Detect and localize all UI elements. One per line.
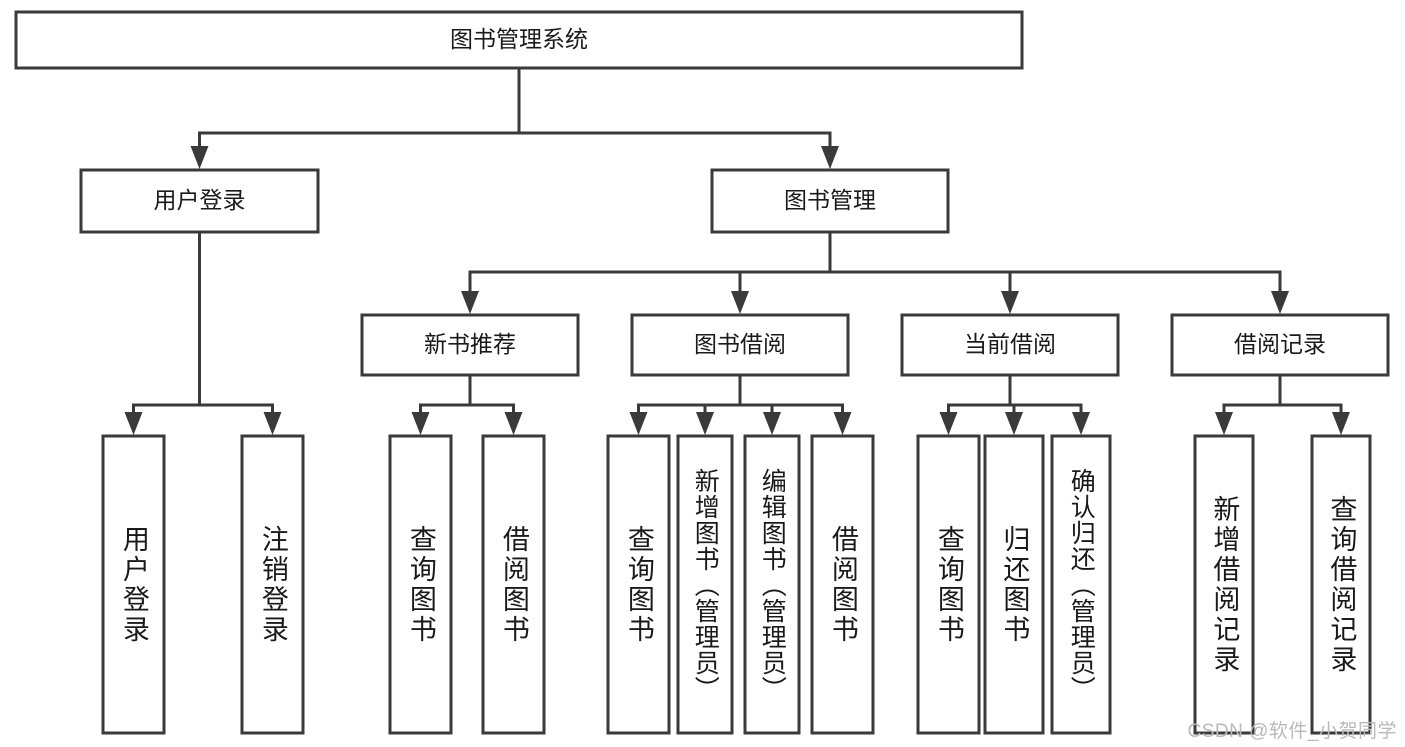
arrow-head-leaf-add-book-admin [696, 412, 714, 435]
arrow-head-leaf-user-login [124, 412, 143, 435]
node-label-book-borrow: 图书借阅 [694, 331, 786, 357]
arrow-head-leaf-edit-book-admin [763, 412, 781, 435]
arrow-head-book-management [821, 146, 839, 169]
arrow-head-new-book-recommend [461, 291, 479, 314]
node-box-leaf-query-book-rec[interactable] [388, 434, 453, 735]
node-box-leaf-query-borrow-record[interactable] [1310, 434, 1372, 735]
arrow-head-leaf-query-book-borrow [629, 412, 648, 435]
arrow-head-leaf-borrow-book-rec [504, 412, 523, 435]
node-box-leaf-add-borrow-record[interactable] [1193, 434, 1255, 735]
node-label-current-borrow: 当前借阅 [964, 331, 1056, 357]
arrow-head-leaf-confirm-return-admin [1072, 412, 1090, 435]
watermark-text: CSDN @软件_小贺同学 [1187, 721, 1397, 742]
node-label-user-login: 用户登录 [154, 187, 246, 213]
node-box-leaf-borrow-book[interactable] [810, 434, 875, 735]
node-box-borrow-record[interactable] [1170, 313, 1390, 377]
node-box-leaf-add-book-admin[interactable] [676, 434, 734, 735]
node-label-borrow-record: 借阅记录 [1234, 331, 1326, 357]
node-label-root: 图书管理系统 [450, 26, 588, 52]
arrow-head-leaf-return-book [1005, 412, 1023, 435]
arrow-head-leaf-query-borrow-record [1332, 412, 1350, 435]
node-box-leaf-confirm-return-admin[interactable] [1050, 434, 1112, 735]
node-box-leaf-return-book[interactable] [983, 434, 1045, 735]
node-box-new-book-recommend[interactable] [360, 313, 580, 377]
node-label-new-book-recommend: 新书推荐 [424, 331, 516, 357]
node-box-user-login[interactable] [79, 168, 320, 234]
node-box-leaf-user-logout[interactable] [240, 434, 305, 735]
node-box-leaf-borrow-book-rec[interactable] [481, 434, 546, 735]
node-box-root[interactable] [14, 10, 1024, 70]
node-box-book-management[interactable] [710, 168, 950, 234]
arrow-head-leaf-query-book-rec [411, 412, 430, 435]
node-label-book-management: 图书管理 [784, 187, 876, 213]
arrow-head-leaf-query-book-current [939, 412, 958, 435]
arrow-head-book-borrow [731, 291, 749, 314]
node-box-leaf-query-book-borrow[interactable] [606, 434, 671, 735]
arrow-head-user-login [190, 146, 209, 169]
connector-layer [124, 66, 1350, 435]
node-box-leaf-user-login[interactable] [101, 434, 166, 735]
arrow-head-borrow-record [1271, 291, 1289, 314]
arrow-head-current-borrow [1001, 291, 1019, 314]
node-box-layer [14, 10, 1390, 735]
node-box-book-borrow[interactable] [630, 313, 850, 377]
node-box-leaf-query-book-current[interactable] [916, 434, 981, 735]
arrow-head-leaf-add-borrow-record [1215, 412, 1233, 435]
node-box-leaf-edit-book-admin[interactable] [743, 434, 801, 735]
node-box-current-borrow[interactable] [900, 313, 1120, 377]
arrow-head-leaf-user-logout [263, 412, 282, 435]
arrow-head-leaf-borrow-book [833, 412, 852, 435]
